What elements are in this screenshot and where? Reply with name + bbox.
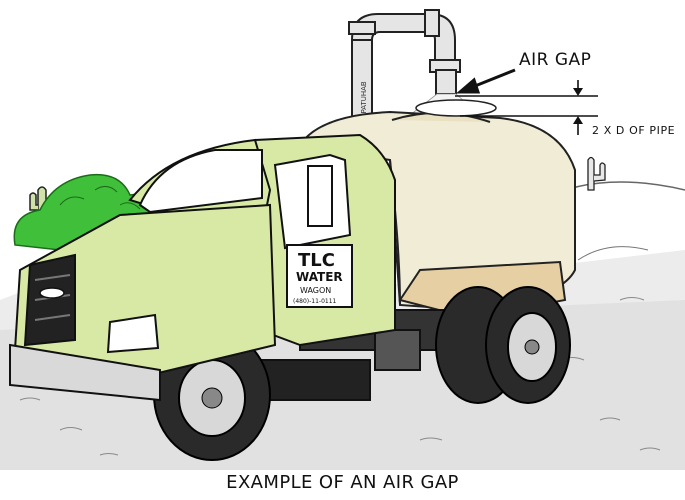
grille-emblem-icon [40,288,64,298]
cactus-right [588,158,605,191]
door-logo-wagon: WAGON [300,286,331,295]
door-logo-phone: (480)-11-0111 [293,298,337,305]
dimension-arrow-up-icon [573,116,583,124]
standpipe-text: SPATUHAB [360,81,368,118]
door-logo: TLC WATER WAGON (480)-11-0111 [287,245,352,307]
figure-caption: EXAMPLE OF AN AIR GAP [0,472,685,493]
rear-wheel [486,287,570,403]
door-logo-water: WATER [296,270,343,284]
air-gap-label: AIR GAP [519,50,591,70]
door-logo-tlc: TLC [298,250,335,271]
pipe-distance-label: 2 X D OF PIPE [592,124,675,137]
arrow-icon [460,70,515,92]
dimension-arrow-down-icon [573,88,583,96]
